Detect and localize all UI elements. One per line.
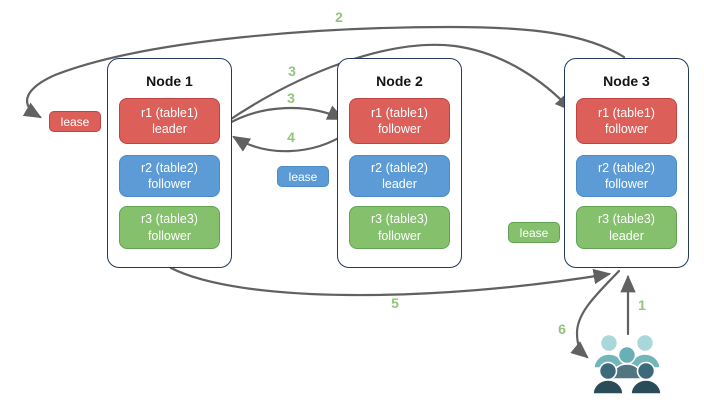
arrow-step-4 bbox=[232, 131, 349, 153]
step-label-4: 4 bbox=[287, 129, 295, 145]
replica-role: leader bbox=[382, 177, 417, 191]
node-2-replica-r1: r1 (table1) follower bbox=[349, 98, 450, 144]
replica-name: r3 (table3) bbox=[141, 212, 198, 227]
node-1-replica-r1: r1 (table1) leader bbox=[119, 98, 220, 144]
step-label-5: 5 bbox=[391, 295, 399, 311]
replica-role: follower bbox=[604, 177, 649, 191]
node-3-title: Node 3 bbox=[603, 73, 650, 89]
arrow-step-6 bbox=[570, 269, 621, 359]
replica-role: follower bbox=[604, 122, 649, 136]
replica-name: r1 (table1) bbox=[141, 105, 198, 120]
replica-name: r3 (table3) bbox=[371, 212, 428, 227]
node-2: Node 2 r1 (table1) follower r2 (table2) … bbox=[337, 58, 462, 268]
node-1-replica-r3: r3 (table3) follower bbox=[119, 206, 220, 249]
replica-name: r2 (table2) bbox=[141, 160, 198, 175]
arrow-step-3-to-node3 bbox=[223, 43, 573, 125]
replica-role: follower bbox=[377, 228, 422, 243]
step-label-3a: 3 bbox=[288, 63, 296, 79]
replica-name: r3 (table3) bbox=[598, 212, 655, 227]
arrow-step-5 bbox=[169, 266, 612, 297]
person-icon bbox=[592, 361, 624, 395]
node-3-replica-r2: r2 (table2) follower bbox=[576, 155, 677, 197]
node-3-replica-r1: r1 (table1) follower bbox=[576, 98, 677, 144]
step-label-3b: 3 bbox=[287, 90, 295, 106]
step-label-1: 1 bbox=[638, 297, 646, 313]
node-1-replica-r2: r2 (table2) follower bbox=[119, 155, 220, 197]
step-label-2: 2 bbox=[335, 9, 343, 25]
replica-name: r1 (table1) bbox=[371, 105, 428, 120]
node-2-title: Node 2 bbox=[376, 73, 423, 89]
replica-role: follower bbox=[147, 177, 192, 191]
node-1: Node 1 r1 (table1) leader r2 (table2) fo… bbox=[107, 58, 232, 268]
users-group-icon bbox=[592, 333, 662, 395]
person-icon bbox=[630, 361, 662, 395]
node-3: Node 3 r1 (table1) follower r2 (table2) … bbox=[564, 58, 689, 268]
node-2-replica-r2: r2 (table2) leader bbox=[349, 155, 450, 197]
lease-badge-r1: lease bbox=[49, 111, 101, 132]
replica-role: follower bbox=[147, 228, 192, 243]
arrow-step-3-to-node2 bbox=[224, 105, 346, 127]
replica-role: follower bbox=[377, 122, 422, 136]
node-1-title: Node 1 bbox=[146, 73, 193, 89]
lease-badge-r3: lease bbox=[508, 222, 560, 243]
step-label-6: 6 bbox=[558, 321, 566, 337]
person-icon bbox=[629, 333, 661, 369]
lease-badge-r2: lease bbox=[277, 166, 329, 187]
node-3-replica-r3: r3 (table3) leader bbox=[576, 206, 677, 249]
replica-role: leader bbox=[609, 228, 644, 243]
replica-name: r2 (table2) bbox=[371, 160, 428, 175]
replica-name: r2 (table2) bbox=[598, 160, 655, 175]
replica-name: r1 (table1) bbox=[598, 105, 655, 120]
node-2-replica-r3: r3 (table3) follower bbox=[349, 206, 450, 249]
arrow-step-2 bbox=[22, 25, 626, 119]
replica-role: leader bbox=[152, 122, 187, 136]
